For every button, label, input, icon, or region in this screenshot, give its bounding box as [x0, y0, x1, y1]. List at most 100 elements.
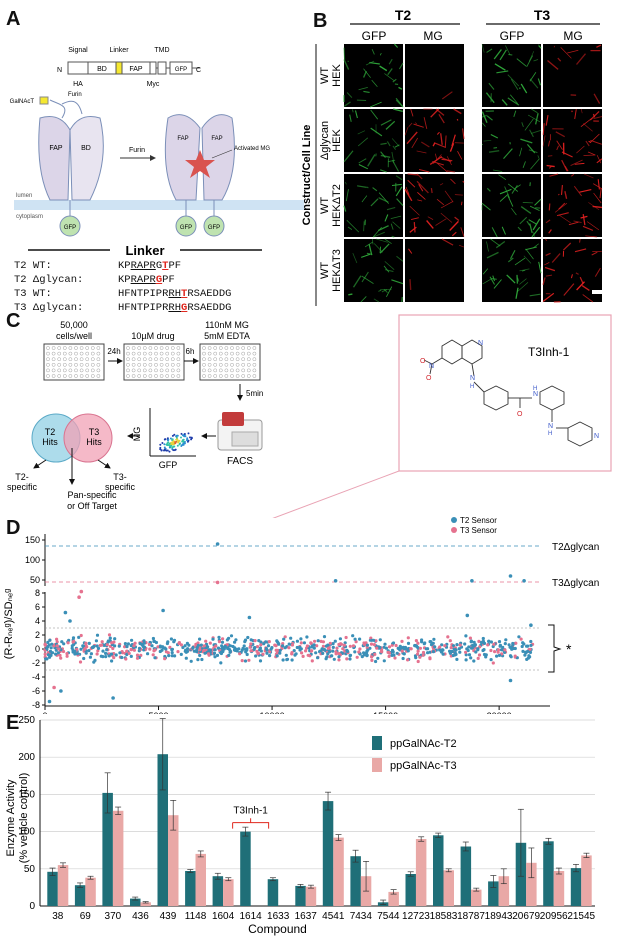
screen-point: [49, 646, 53, 650]
screen-point: [54, 652, 58, 656]
screen-outlier: [522, 579, 526, 583]
cell-membrane-signal: [380, 142, 387, 145]
well: [252, 351, 257, 356]
cell-membrane-signal: [499, 188, 512, 195]
facs-event: [173, 433, 176, 436]
screen-point: [441, 652, 445, 656]
cell-membrane-signal: [358, 87, 368, 91]
cell-membrane-signal: [561, 151, 573, 158]
well: [137, 363, 141, 367]
screen-point: [253, 639, 257, 643]
label-fap-left: FAP: [49, 145, 63, 152]
cell-membrane-signal: [376, 238, 388, 243]
screen-outlier: [508, 678, 513, 683]
screen-point: [94, 639, 98, 643]
well: [207, 363, 212, 367]
seq-post: RSAEDDG: [187, 288, 232, 300]
label-cytoplasm: cytoplasm: [16, 214, 43, 220]
well: [176, 363, 181, 367]
screen-point: [117, 644, 121, 648]
cell-membrane-signal: [481, 111, 488, 124]
screen-point: [525, 644, 529, 648]
bar-t3: [223, 879, 234, 906]
cell-membrane-signal: [385, 120, 396, 130]
micrograph-tile: [405, 44, 464, 107]
cell-membrane-signal: [450, 178, 456, 185]
well: [142, 363, 147, 367]
screen-point: [215, 653, 220, 657]
screen-point: [326, 643, 330, 647]
cell-membrane-signal: [430, 188, 433, 194]
screen-point: [56, 651, 61, 655]
y-tick-label: 150: [25, 535, 40, 545]
panel-letter-a: A: [6, 8, 21, 30]
screen-point: [334, 650, 338, 654]
panel-d-screen-plot: 1501005086420-2-4-6-80500010000150002000…: [3, 516, 599, 714]
screen-point: [458, 643, 462, 647]
seq-glycosite: G: [181, 302, 188, 314]
screen-point: [510, 647, 514, 651]
cell-membrane-signal: [483, 139, 492, 142]
bar-t2: [185, 871, 196, 906]
cell-membrane-signal: [504, 186, 510, 199]
cell-membrane-signal: [407, 173, 419, 176]
cell-membrane-signal: [433, 142, 447, 149]
screen-point: [322, 635, 327, 639]
cell-membrane-signal: [521, 122, 524, 128]
screen-point: [328, 641, 332, 645]
annotation-bracket: [232, 818, 270, 829]
cell-membrane-signal: [394, 144, 400, 148]
label-fap: FAP: [129, 66, 143, 73]
step3-label-b: 5mM EDTA: [204, 331, 250, 341]
screen-point: [398, 648, 402, 652]
bar-t2: [350, 856, 361, 906]
cell-membrane-signal: [507, 97, 520, 106]
cell-membrane-signal: [528, 219, 537, 225]
screen-point: [429, 640, 433, 644]
domain-tmd: [157, 61, 167, 75]
cell-membrane-signal: [437, 162, 448, 173]
screen-point: [221, 637, 225, 641]
screen-point: [112, 656, 116, 660]
screen-point: [332, 657, 336, 661]
screen-point: [357, 650, 361, 654]
screen-point: [166, 640, 170, 644]
facs-event: [180, 436, 182, 439]
cell-membrane-signal: [393, 108, 403, 113]
screen-point: [88, 655, 92, 659]
cell-membrane-signal: [490, 133, 499, 139]
screen-point: [310, 645, 314, 649]
screen-point: [261, 652, 265, 656]
screen-point: [470, 646, 474, 650]
screen-point: [151, 636, 155, 641]
cell-membrane-signal: [454, 216, 460, 221]
screen-point: [208, 648, 212, 652]
screen-point: [312, 643, 316, 647]
cell-membrane-signal: [348, 293, 353, 296]
bar-t2: [488, 881, 499, 906]
well: [68, 368, 73, 373]
micrograph-tile: [344, 239, 403, 302]
cell-membrane-signal: [531, 226, 541, 238]
cell-membrane-signal: [563, 283, 575, 296]
screen-point: [107, 654, 111, 658]
facs-event: [175, 435, 178, 437]
cell-membrane-signal: [592, 183, 603, 190]
cell-membrane-signal: [430, 108, 440, 118]
screen-point: [287, 646, 291, 650]
screen-point: [177, 641, 181, 645]
well: [91, 357, 95, 362]
panel-letter-e: E: [6, 712, 20, 734]
cell-membrane-signal: [492, 169, 503, 172]
well: [159, 374, 164, 378]
cell-membrane-signal: [489, 150, 500, 153]
screen-point: [148, 647, 152, 651]
screen-point: [96, 649, 100, 653]
screen-point: [176, 650, 180, 654]
screen-point: [212, 651, 217, 655]
bar-t2: [433, 835, 444, 906]
screen-point: [112, 640, 116, 644]
screen-point: [441, 648, 445, 652]
cell-membrane-signal: [460, 227, 465, 237]
